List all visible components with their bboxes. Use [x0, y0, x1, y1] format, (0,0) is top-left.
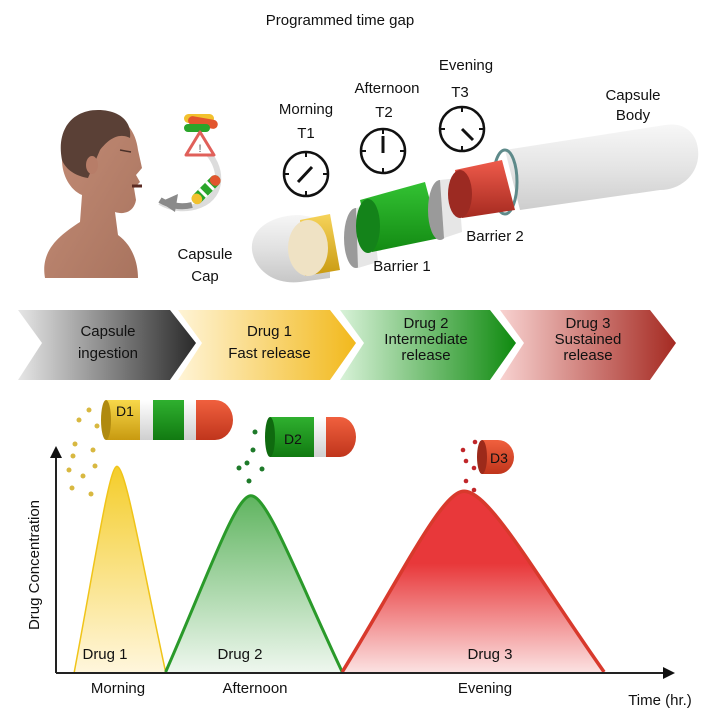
timepoint-code-2: T2: [375, 104, 393, 121]
capsule-illustration: !: [44, 105, 699, 283]
x-axis-arrow: [663, 667, 675, 679]
drug2-layer: [356, 182, 440, 253]
capsule-cap-label-line1: Capsule: [177, 246, 233, 263]
clock-icon-t2: [359, 127, 407, 175]
drug1-layer: [288, 214, 340, 276]
drug3-particles: [460, 439, 478, 493]
capsule-d1-tag: D1: [116, 403, 134, 419]
series-line-2: [164, 494, 344, 673]
capsule-d1: [101, 400, 233, 440]
series-area-1: [74, 466, 166, 672]
capsule-cap-label-line2: Cap: [191, 268, 219, 285]
barrier2-label: Barrier 2: [466, 228, 524, 245]
x-tick-label-1: Morning: [90, 680, 146, 697]
series-line-1: [73, 465, 167, 673]
barrier1-label: Barrier 1: [373, 258, 431, 275]
x-tick-label-3: Evening: [457, 680, 513, 697]
timepoint-period-2: Afternoon: [354, 80, 420, 97]
stage-2-label: Drug 1 Fast release: [212, 324, 327, 362]
x-axis-label: Time (hr.): [628, 692, 692, 709]
capsule-body-label-line1: Capsule: [605, 87, 661, 104]
capsule-d2-tag: D2: [284, 431, 302, 447]
drug2-particles: [236, 429, 265, 484]
stage-chevron-1: [18, 310, 196, 380]
diagram-title: Programmed time gap: [265, 12, 415, 29]
stage-1-line-2: ingestion: [77, 345, 139, 362]
release-capsules: [66, 400, 514, 497]
stage-4-line-2: Sustained: [554, 331, 622, 348]
stage-3-line-3: release: [401, 347, 451, 364]
stage-3-line-2: Intermediate: [384, 331, 468, 348]
stage-chevron-3: [340, 310, 516, 380]
stage-2-line-2: Fast release: [228, 345, 311, 362]
stage-3-line-1: Drug 2: [403, 315, 449, 332]
clock-icon-t1: [282, 150, 330, 198]
series-label-drug2: Drug 2: [217, 646, 263, 663]
warning-triangle-icon: !: [184, 130, 216, 157]
curved-arrow-icon: [158, 147, 222, 212]
series-line-3: [340, 489, 606, 674]
stage-chevron-4: [500, 310, 676, 380]
timepoint-period-1: Morning: [278, 101, 334, 118]
series-label-drug1: Drug 1: [82, 646, 128, 663]
timepoint-period-3: Evening: [438, 57, 494, 74]
person-swallowing-icon: [44, 110, 142, 278]
timepoint-code-3: T3: [451, 84, 469, 101]
pill-pile-icon: [184, 114, 218, 132]
drug3-layer: [448, 160, 515, 218]
stage-1-line-1: Capsule: [80, 323, 136, 340]
stage-3-label: Drug 2 Intermediate release: [370, 316, 482, 364]
series-area-2: [165, 495, 343, 672]
stage-4-line-1: Drug 3: [565, 315, 611, 332]
y-axis-label: Drug Concentration: [26, 499, 43, 631]
stage-1-label: Capsule ingestion: [58, 324, 158, 362]
stage-4-line-3: release: [563, 347, 613, 364]
x-tick-label-2: Afternoon: [222, 680, 288, 697]
stage-2-line-1: Drug 1: [246, 323, 293, 340]
timepoint-code-1: T1: [297, 125, 315, 142]
y-axis-arrow: [50, 446, 62, 458]
stage-4-label: Drug 3 Sustained release: [532, 316, 644, 364]
capsule-d3-tag: D3: [490, 450, 508, 466]
stage-chevrons: [18, 310, 676, 380]
drug1-particles: [66, 407, 100, 497]
clock-icon-t3: [438, 105, 486, 153]
capsule-d3: [477, 440, 514, 474]
svg-text:!: !: [198, 143, 201, 155]
stage-chevron-2: [178, 310, 356, 380]
small-capsule-icon: [191, 175, 221, 205]
series-area-3: [342, 491, 605, 672]
capsule-body-label-line2: Body: [615, 107, 651, 124]
series-label-drug3: Drug 3: [467, 646, 513, 663]
capsule-d2: [265, 417, 356, 457]
